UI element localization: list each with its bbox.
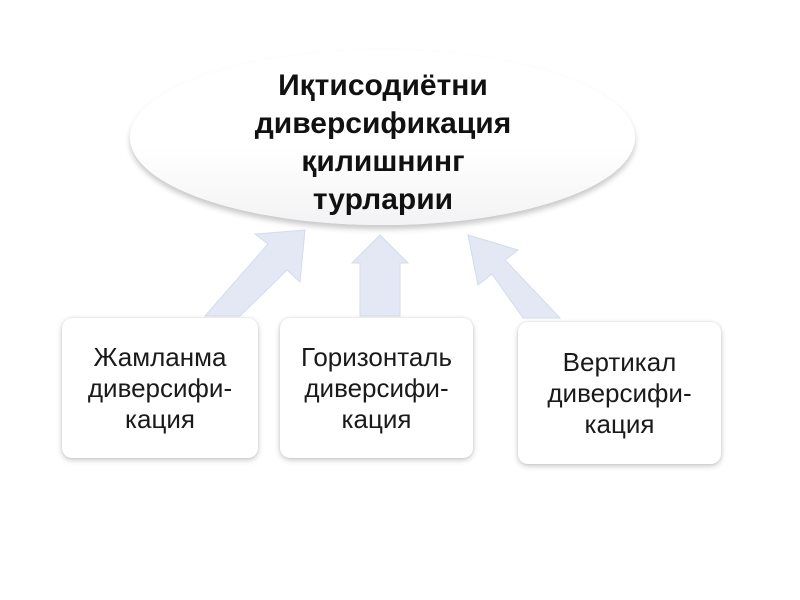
box-line: кация: [341, 403, 412, 434]
box-line: кация: [125, 403, 195, 434]
title-line: диверсификация: [254, 107, 512, 140]
box-line: диверсифи-: [547, 377, 692, 408]
arrow-center: [350, 234, 410, 317]
arrow-right: [467, 234, 562, 319]
box-line: диверсифи-: [87, 372, 233, 403]
box-line: Вертикал: [562, 346, 677, 377]
box-line: Горизонталь: [300, 341, 453, 372]
type-box-label: Горизонталь диверсифи- кация: [301, 342, 452, 435]
box-line: кация: [584, 408, 655, 439]
box-line: диверсифи-: [304, 372, 449, 403]
box-line: Жамланма: [93, 341, 227, 372]
title-line: Иқтисодиётни: [278, 69, 488, 102]
type-box-label: Вертикал диверсифи- кация: [547, 347, 691, 440]
title-line: турларии: [312, 183, 454, 216]
type-box-vertical: Вертикал диверсифи- кация: [518, 322, 721, 464]
diagram-title: Иқтисодиётни диверсификация қилишнинг ту…: [210, 67, 556, 219]
title-line: қилишнинг: [301, 145, 465, 178]
title-ellipse: [130, 50, 635, 225]
type-box-aggregate: Жамланма диверсифи- кация: [62, 318, 258, 458]
type-box-label: Жамланма диверсифи- кация: [88, 342, 232, 435]
type-box-horizontal: Горизонталь диверсифи- кация: [280, 318, 473, 458]
arrow-left: [203, 229, 306, 317]
